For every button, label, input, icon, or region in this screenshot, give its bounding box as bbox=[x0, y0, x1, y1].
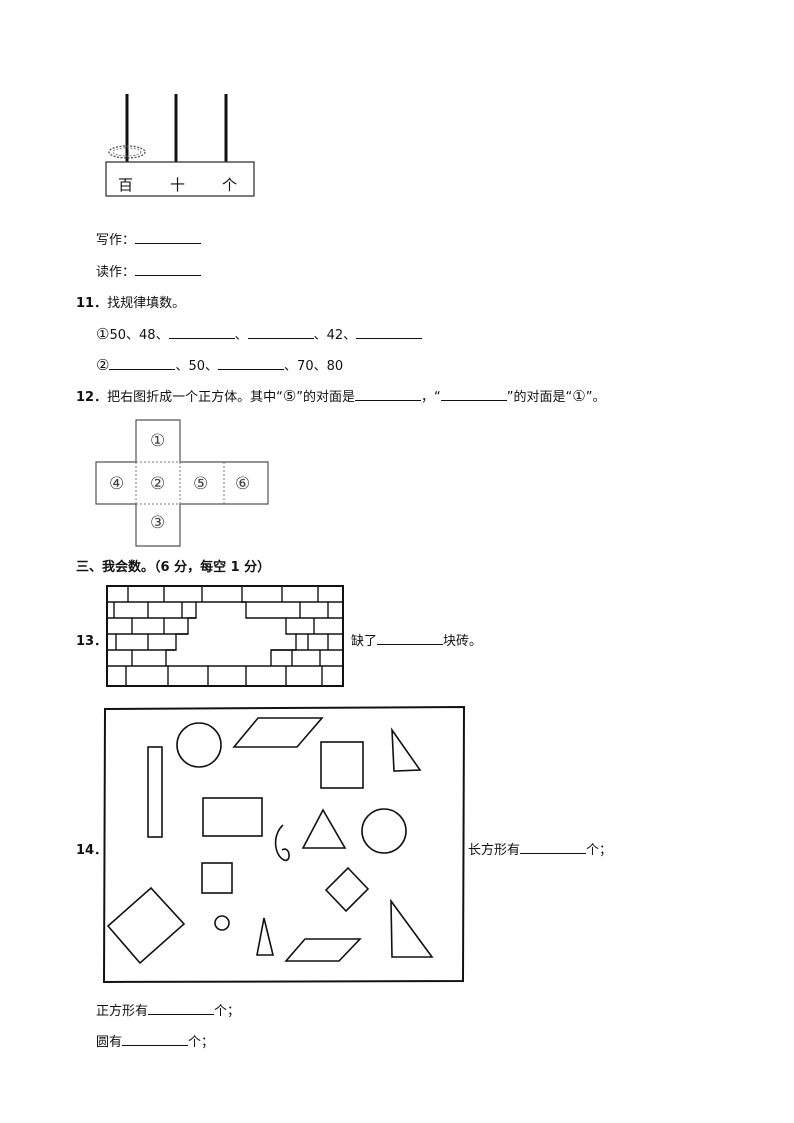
q14-number: 14． bbox=[76, 843, 108, 858]
net-face-1: ① bbox=[150, 431, 166, 451]
abacus-bead bbox=[108, 145, 146, 159]
q14-rect-text-before: 长方形有 bbox=[468, 843, 521, 858]
q12-text-4: ”的对面是“ bbox=[506, 390, 573, 405]
shape-triangle-right bbox=[391, 727, 422, 772]
q12-blank-2[interactable] bbox=[440, 388, 507, 401]
q11-row1-blank-3[interactable] bbox=[356, 326, 423, 339]
q12-text-2: ”的对面是 bbox=[296, 390, 356, 405]
q11-prompt: 找规律填数。 bbox=[107, 296, 186, 311]
q13-text-after: 块砖。 bbox=[443, 634, 483, 649]
q14-square-row: 正方形有 个； bbox=[96, 1000, 240, 1019]
q14-circle-text-after: 个； bbox=[188, 1035, 215, 1050]
read-label: 读作： bbox=[96, 265, 136, 280]
shape-square-top bbox=[320, 741, 364, 789]
q14-rect-text-after: 个； bbox=[586, 843, 613, 858]
abacus-label-hundreds: 百 bbox=[118, 176, 134, 194]
q11-row1-blank-1[interactable] bbox=[168, 326, 235, 339]
shape-small-loop bbox=[214, 915, 230, 931]
shape-thin-triangle bbox=[256, 917, 275, 956]
shape-triangle-middle bbox=[301, 808, 347, 849]
abacus-figure bbox=[105, 94, 255, 197]
circled-1-mark: ① bbox=[96, 325, 110, 343]
cube-net-figure bbox=[95, 419, 269, 547]
shape-circle-top bbox=[176, 722, 222, 768]
shape-parallelogram-bottom bbox=[284, 938, 362, 962]
q13-text-before: 缺了 bbox=[351, 634, 378, 649]
shape-square-small bbox=[201, 862, 233, 894]
shape-rectangle-middle bbox=[202, 797, 263, 837]
q11-row1-value-c: 42 bbox=[326, 328, 344, 343]
q12-blank-1[interactable] bbox=[355, 388, 422, 401]
q14-circle-row: 圆有 个； bbox=[96, 1031, 214, 1050]
q11-row2-value-b: 70 bbox=[297, 359, 314, 374]
shape-tall-rectangle bbox=[147, 746, 163, 838]
q11-row1-value-a: 50 bbox=[109, 328, 126, 343]
q14-square-text-before: 正方形有 bbox=[96, 1004, 149, 1019]
q11-row2-blank-2[interactable] bbox=[218, 357, 285, 370]
shape-circle-middle bbox=[361, 808, 407, 854]
q13-answer-row: 缺了 块砖。 bbox=[351, 630, 482, 649]
shape-diamond bbox=[324, 866, 370, 913]
net-face-4: ④ bbox=[109, 474, 125, 494]
q11-row1: ①50、48、、、42、 bbox=[96, 324, 423, 343]
q14-rect-blank[interactable] bbox=[520, 841, 587, 854]
write-label: 写作： bbox=[96, 233, 136, 248]
q11-row1-value-b: 48 bbox=[139, 328, 156, 343]
q11-row1-blank-2[interactable] bbox=[247, 326, 314, 339]
q14-square-blank[interactable] bbox=[148, 1002, 215, 1015]
q12-number: 12． bbox=[76, 390, 108, 405]
brick-wall-figure bbox=[106, 585, 344, 687]
q12-text-3: ，“ bbox=[421, 390, 441, 405]
abacus-label-ones: 个 bbox=[222, 176, 238, 194]
shape-triangle-bottom bbox=[390, 898, 434, 958]
q12-heading: 12．把右图折成一个正方体。其中“⑤”的对面是 ，“ ”的对面是“①”。 bbox=[76, 386, 605, 405]
q14-square-text-after: 个； bbox=[214, 1004, 241, 1019]
circled-1-mark-q12: ① bbox=[572, 387, 586, 405]
q12-text-1: 把右图折成一个正方体。其中“ bbox=[107, 390, 283, 405]
q11-number: 11． bbox=[76, 296, 108, 311]
write-row: 写作： bbox=[96, 229, 202, 248]
net-face-5: ⑤ bbox=[193, 474, 209, 494]
abacus-base bbox=[105, 161, 255, 197]
shapes-figure bbox=[102, 705, 466, 984]
shape-tilted-rectangle bbox=[106, 886, 186, 965]
q14-circle-blank[interactable] bbox=[122, 1033, 189, 1046]
shape-parallelogram-top bbox=[232, 717, 324, 748]
read-row: 读作： bbox=[96, 261, 202, 280]
net-face-2: ② bbox=[150, 474, 166, 494]
shape-loop-scribble bbox=[274, 824, 290, 862]
circled-2-mark: ② bbox=[96, 356, 110, 374]
q11-row2-value-c: 80 bbox=[326, 359, 344, 374]
q11-row2-blank-1[interactable] bbox=[109, 357, 176, 370]
q13-number: 13． bbox=[76, 634, 108, 649]
q11-row2: ②、50、、70、80 bbox=[96, 356, 344, 374]
q12-text-5: ”。 bbox=[585, 390, 606, 405]
circled-5-mark: ⑤ bbox=[282, 387, 297, 405]
read-blank[interactable] bbox=[135, 263, 202, 276]
net-face-3: ③ bbox=[150, 513, 166, 533]
abacus-label-tens: 十 bbox=[170, 176, 186, 194]
net-face-6: ⑥ bbox=[235, 474, 251, 494]
q13-blank[interactable] bbox=[377, 632, 444, 645]
section-3-title: 三、我会数。（6 分，每空 1 分） bbox=[76, 560, 271, 575]
q11-row2-value-a: 50 bbox=[188, 359, 206, 374]
q11-heading: 11．找规律填数。 bbox=[76, 292, 185, 311]
write-blank[interactable] bbox=[135, 231, 202, 244]
q14-rectangle-row: 长方形有 个； bbox=[468, 839, 612, 858]
q14-circle-text-before: 圆有 bbox=[96, 1035, 123, 1050]
